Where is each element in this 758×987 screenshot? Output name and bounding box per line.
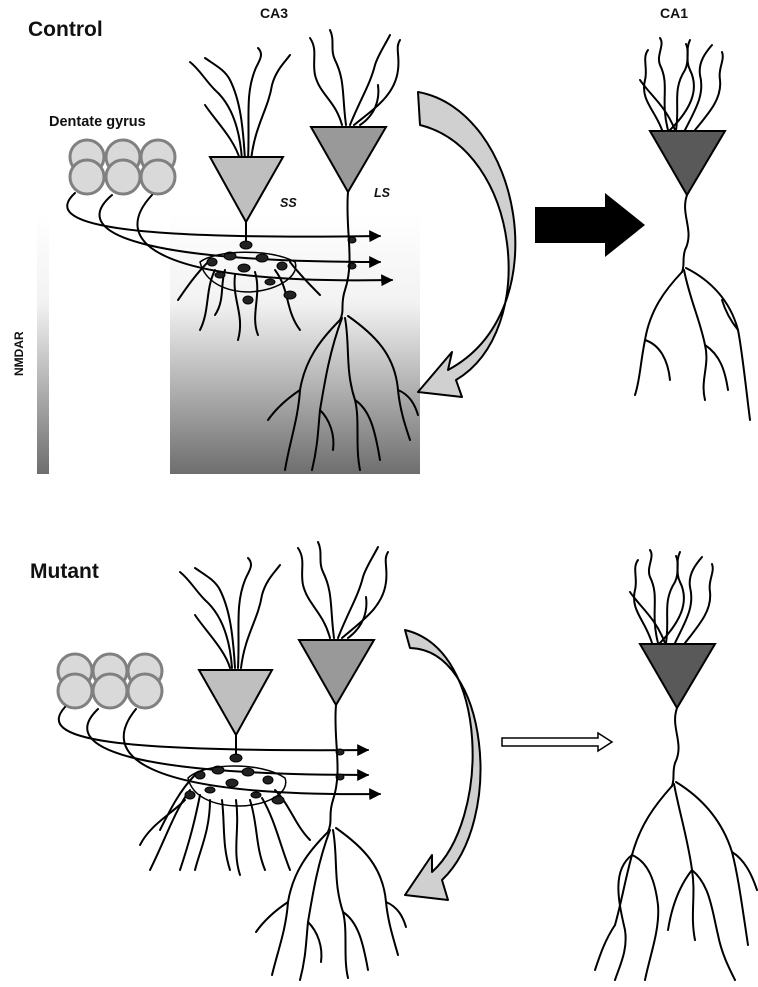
control-panel xyxy=(37,30,750,474)
nmdar-axis-label: NMDAR xyxy=(12,331,26,376)
ca3-region-label: CA3 xyxy=(260,5,288,21)
mutant-dentate-gyrus-cells xyxy=(58,654,162,708)
nmdar-gradient-bar xyxy=(37,212,49,474)
mutant-ca3-to-ca1-output-arrow xyxy=(502,733,612,751)
ca1-region-label: CA1 xyxy=(660,5,688,21)
dentate-gyrus-label: Dentate gyrus xyxy=(49,114,146,130)
mutant-panel-title: Mutant xyxy=(30,560,99,584)
nmdar-gradient-region xyxy=(170,212,420,474)
mutant-ss-soma xyxy=(199,670,272,735)
mutant-ca1-soma xyxy=(640,644,715,708)
mutant-mossy-fiber-axons xyxy=(59,707,380,794)
mutant-ca3-ls-neuron xyxy=(256,542,406,980)
ls-soma xyxy=(311,127,386,192)
dentate-gyrus-cells xyxy=(70,140,175,194)
mutant-recurrent-collateral-arrow xyxy=(405,630,480,900)
mutant-ca1-neuron xyxy=(595,550,757,980)
control-panel-title: Control xyxy=(28,18,103,42)
mutant-panel xyxy=(58,542,757,980)
recurrent-collateral-arrow xyxy=(418,92,515,397)
ca1-soma xyxy=(650,131,725,195)
ls-label: LS xyxy=(374,186,390,200)
ss-label: SS xyxy=(280,196,297,210)
mutant-ls-soma xyxy=(299,640,374,705)
ca3-to-ca1-output-arrow xyxy=(535,193,645,257)
ca1-neuron xyxy=(635,38,750,420)
